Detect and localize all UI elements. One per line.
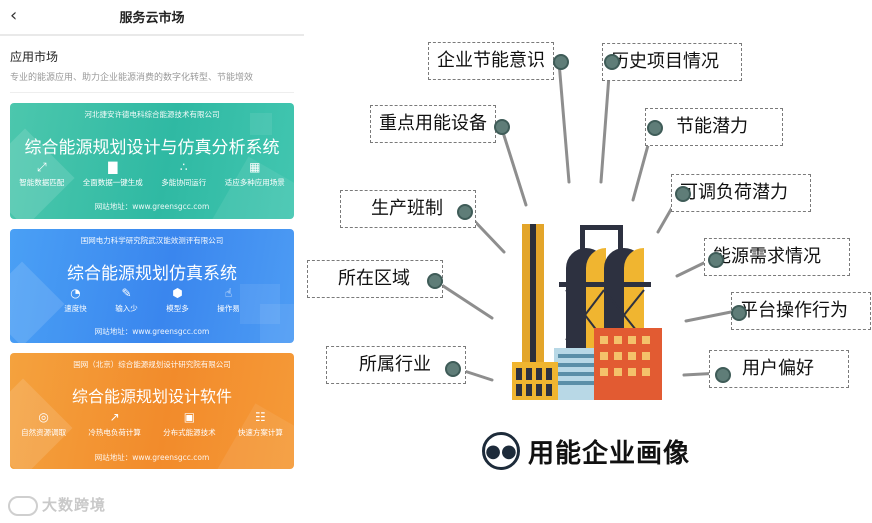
app-card-planning-design[interactable]: 国网（北京）综合能源规划设计研究院有限公司 综合能源规划设计软件 ◎自然资源调取… [10,353,294,469]
connector-dot [553,54,569,70]
card-features: ◎自然资源调取 ↗冷热电负荷计算 ▣分布式能源技术 ☷快速方案计算 [10,411,294,438]
feature-item: ✎输入少 [115,286,138,314]
bar-chart-icon: ▇ [108,160,118,174]
label-project-history: 历史项目情况 [602,43,742,81]
connector-dot [494,119,510,135]
label-energy-awareness: 企业节能意识 [428,42,554,80]
card-company: 国网电力科学研究院武汉能效测评有限公司 [80,236,224,245]
speed-icon: ◔ [70,286,81,300]
card-features: ⤢智能数据匹配 ▇全面数据一键生成 ∴多能协同运行 ▦适应多种应用场景 [10,161,294,188]
connector-dot [647,120,663,136]
edit-icon: ✎ [121,286,132,300]
feature-item: ↗冷热电负荷计算 [88,410,141,438]
network-icon: ∴ [179,160,188,174]
section-subtitle: 专业的能源应用、助力企业能源消费的数字化转型、节能增效 [10,73,254,83]
basketball-icon: ◎ [38,410,49,424]
caption-text: 用能企业画像 [528,438,691,469]
label-adjustable-load: 可调负荷潜力 [671,174,811,212]
card-url: 网站地址：www.greensgcc.com [94,327,210,336]
label-saving-potential: 节能潜力 [645,108,783,146]
phone-screen: ‹ 服务云市场 应用市场 专业的能源应用、助力企业能源消费的数字化转型、节能增效… [0,0,304,523]
connector-dot [427,273,443,289]
monitor-icon: ▣ [183,410,196,424]
label-region: 所在区域 [307,260,443,298]
divider [10,92,294,93]
section-title: 应用市场 [10,50,59,64]
feature-item: ⬢模型多 [166,286,189,314]
card-company: 国网（北京）综合能源规划设计研究院有限公司 [73,360,231,369]
connector-dot [708,252,724,268]
share-icon: ⤢ [36,160,47,174]
feature-item: ◔速度快 [64,286,87,314]
feature-item: ☝操作易 [217,286,240,314]
label-energy-demand: 能源需求情况 [704,238,850,276]
label-user-preference: 用户偏好 [709,350,849,388]
line-chart-icon: ↗ [109,410,120,424]
connector-dot [445,361,461,377]
card-features: ◔速度快 ✎输入少 ⬢模型多 ☝操作易 [10,287,294,314]
feature-item: ☷快速方案计算 [237,410,283,438]
label-platform-behavior: 平台操作行为 [731,292,871,330]
feature-item: ∴多能协同运行 [161,160,207,188]
label-key-equipment: 重点用能设备 [370,105,496,143]
card-url: 网站地址：www.greensgcc.com [94,202,210,211]
top-nav-bar: ‹ 服务云市场 [0,0,304,36]
cube-icon: ⬢ [172,286,183,300]
feature-item: ⤢智能数据匹配 [19,160,65,188]
factory-icon [512,224,662,400]
page-title: 服务云市场 [119,11,185,26]
grid-icon: ▦ [249,160,261,174]
label-production-shift: 生产班制 [340,190,476,228]
app-card-planning-simulation[interactable]: 国网电力科学研究院武汉能效测评有限公司 综合能源规划仿真系统 ◔速度快 ✎输入少… [10,229,294,343]
document-icon: ☷ [254,410,266,424]
people-icon: ●● [482,432,520,470]
card-company: 河北捷安许德电科综合能源技术有限公司 [84,110,220,119]
feature-item: ◎自然资源调取 [21,410,67,438]
diagram-caption: ●● 用能企业画像 [482,432,690,470]
connector-dot [715,367,731,383]
pointer-icon: ☝ [224,286,233,300]
diagram-connectors [432,60,738,400]
feature-item: ▇全面数据一键生成 [82,160,143,188]
card-title: 综合能源规划设计软件 [71,387,232,406]
feature-item: ▦适应多种应用场景 [224,160,285,188]
connector-dot [457,204,473,220]
connector-dot [731,305,747,321]
chevron-left-icon[interactable]: ‹ [10,5,18,26]
card-url: 网站地址：www.greensgcc.com [94,453,210,462]
watermark-logo-icon [8,495,38,516]
watermark: 大数跨境 [8,494,106,516]
connector-dot [604,54,620,70]
enterprise-portrait-diagram: 企业节能意识 历史项目情况 重点用能设备 节能潜力 生产班制 可调负荷潜力 所在… [304,0,872,523]
app-card-simulation-analysis[interactable]: 河北捷安许德电科综合能源技术有限公司 综合能源规划设计与仿真分析系统 ⤢智能数据… [10,103,294,219]
connector-dot [675,186,691,202]
label-industry: 所属行业 [326,346,466,384]
card-title: 综合能源规划仿真系统 [67,264,237,284]
feature-item: ▣分布式能源技术 [163,410,216,438]
card-title: 综合能源规划设计与仿真分析系统 [24,138,280,158]
